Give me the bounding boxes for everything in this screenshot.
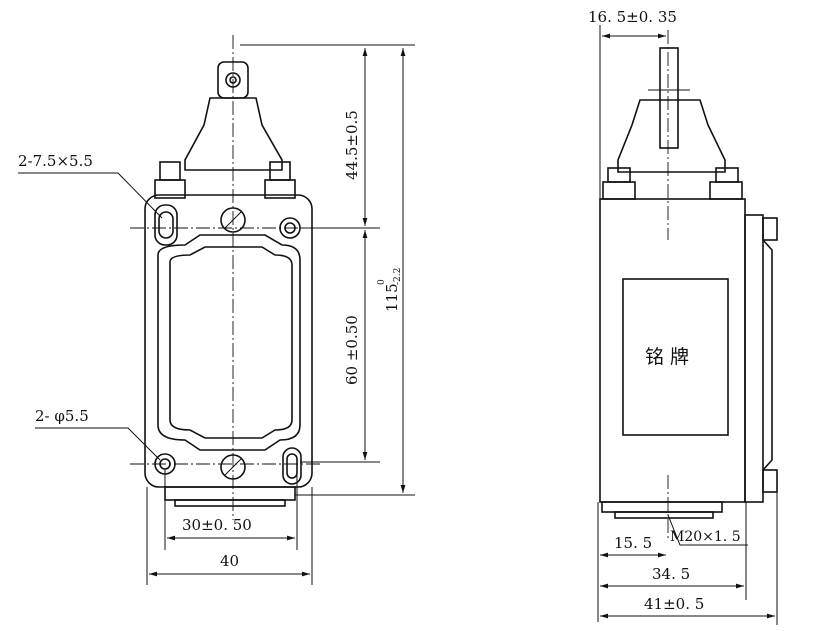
dim-hole-spacing-v: 60 ±0.50 bbox=[343, 315, 361, 385]
dim-conduit-offset: 15. 5 bbox=[614, 534, 652, 552]
front-view: 2-7.5×5.5 2- φ5.5 44.5±0.5 60 ±0.50 115 … bbox=[18, 35, 415, 585]
thread-label: M20×1. 5 bbox=[670, 529, 741, 545]
side-view: 铭 牌 16. 5±0. 35 M20×1. 5 15. 5 34. 5 41±… bbox=[588, 8, 778, 625]
slot-label: 2-7.5×5.5 bbox=[18, 152, 93, 170]
dim-body-depth: 34. 5 bbox=[652, 565, 690, 583]
dim-hole-spacing-h: 30±0. 50 bbox=[182, 516, 252, 534]
hole-label: 2- φ5.5 bbox=[35, 407, 89, 425]
dim-top-height: 44.5±0.5 bbox=[343, 110, 361, 180]
dim-actuator-offset: 16. 5±0. 35 bbox=[588, 8, 677, 26]
dim-total-depth: 41±0. 5 bbox=[644, 595, 704, 613]
dim-total-height: 115 bbox=[383, 283, 401, 312]
actuator-housing bbox=[184, 97, 283, 171]
dim-total-height-tol-lower: -2.2 bbox=[393, 268, 403, 285]
nameplate-label: 铭 牌 bbox=[645, 346, 689, 368]
actuator-lever bbox=[659, 47, 679, 149]
dim-width: 40 bbox=[220, 552, 239, 570]
dim-total-height-tol-upper: 0 bbox=[377, 279, 387, 285]
nameplate bbox=[622, 278, 729, 436]
